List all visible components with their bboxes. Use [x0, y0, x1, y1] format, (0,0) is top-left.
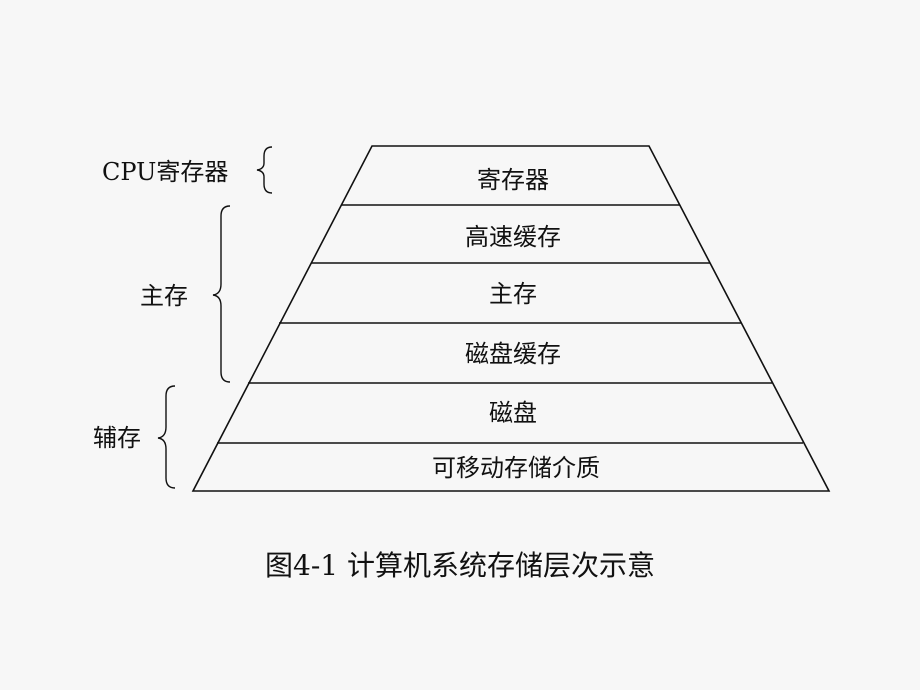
- layer-labels: 寄存器 高速缓存 主存 磁盘缓存 磁盘 可移动存储介质: [432, 166, 600, 482]
- layer-label-disk-cache: 磁盘缓存: [465, 340, 561, 368]
- brace-cpu-registers: [256, 146, 273, 194]
- pyramid-outline: [191, 145, 831, 492]
- brace-secondary-storage: [157, 385, 176, 489]
- layer-label-main-memory: 主存: [489, 280, 537, 308]
- braces: [157, 146, 273, 489]
- figure-caption: 图4-1 计算机系统存储层次示意: [265, 549, 655, 582]
- layer-label-cache: 高速缓存: [465, 223, 561, 251]
- layer-label-registers: 寄存器: [477, 166, 549, 194]
- group-labels: CPU寄存器 主存 辅存: [93, 158, 228, 452]
- group-label-cpu-registers: CPU寄存器: [102, 158, 228, 186]
- layer-label-disk: 磁盘: [489, 399, 537, 427]
- group-label-main-memory: 主存: [140, 282, 188, 310]
- pyramid: [191, 145, 831, 492]
- group-label-secondary-storage: 辅存: [93, 424, 141, 452]
- layer-label-removable-media: 可移动存储介质: [432, 454, 600, 482]
- brace-main-memory: [212, 205, 231, 383]
